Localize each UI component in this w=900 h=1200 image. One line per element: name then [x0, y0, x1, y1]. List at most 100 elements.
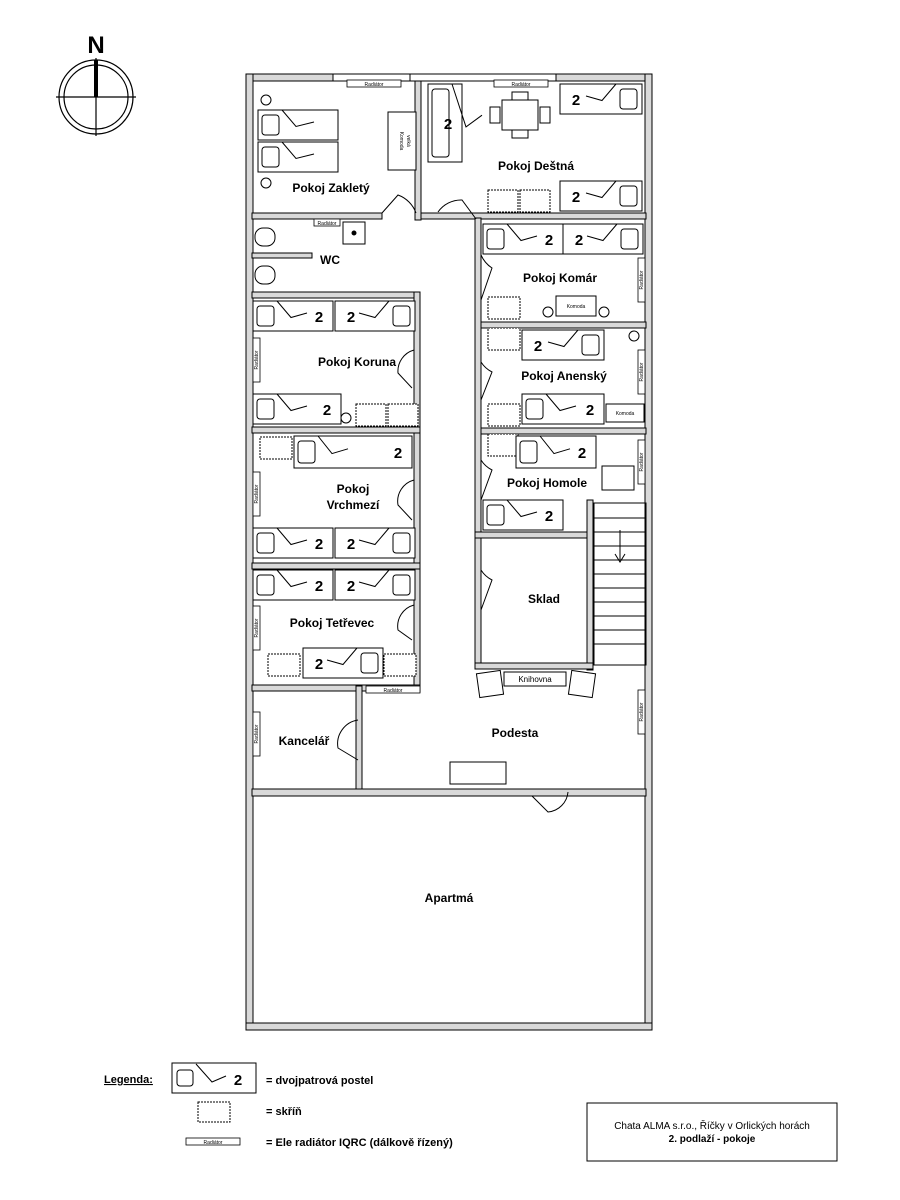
- bunk-bed-icon: 2: [427, 83, 483, 163]
- bunk-bed-icon: 2: [252, 569, 334, 601]
- bunk-count-label: 2: [347, 309, 355, 326]
- svg-text:Radiátor: Radiátor: [204, 1140, 223, 1146]
- bunk-count-label: 2: [347, 536, 355, 553]
- bunk-count-label: 2: [534, 338, 542, 355]
- title-floor: 2. podlaží - pokoje: [669, 1134, 756, 1145]
- legend-radiator-sample: Radiátor: [185, 1137, 241, 1146]
- legend-wardrobe-icon: [197, 1101, 231, 1123]
- room-label-vrchmezi-line1: Pokoj: [337, 482, 370, 496]
- bunk-count-label: 2: [545, 232, 553, 249]
- bunk-bed-icon: 2: [293, 435, 413, 469]
- legend-bunk-sample: 2: [171, 1062, 257, 1094]
- toilet-icon: [254, 265, 276, 285]
- svg-text:Radiátor: Radiátor: [254, 484, 260, 503]
- bunk-bed-icon: 2: [334, 300, 416, 332]
- radiator: Radiátor: [252, 605, 261, 651]
- room-label-wc: WC: [320, 253, 340, 267]
- bunk-count-label: 2: [315, 536, 323, 553]
- bunk-bed-icon: 2: [562, 223, 644, 255]
- radiator: Radiátor: [637, 689, 646, 735]
- wardrobe-icon: [487, 327, 521, 351]
- svg-text:Komoda: Komoda: [616, 411, 635, 417]
- legend-wardrobe-text: = skříň: [266, 1106, 302, 1118]
- room-label-vrchmezi-line2: Vrchmezí: [327, 498, 380, 512]
- staircase: [593, 502, 647, 666]
- bunk-beds: 2 2 2 2 2 2 2 2 2 2 2 2 2 2 2 2 2 2: [252, 83, 644, 679]
- wardrobe-icon: [487, 403, 521, 427]
- armchair-icon: [449, 669, 597, 785]
- bunk-count-label: 2: [315, 656, 323, 673]
- room-label-homole: Pokoj Homole: [507, 476, 587, 490]
- legend: Legenda: 2 = dvojpatrová postel = skříň …: [104, 1062, 453, 1149]
- svg-text:Komoda: Komoda: [567, 304, 586, 310]
- radiator: Radiátor: [637, 349, 646, 395]
- stool-icon: [260, 94, 640, 424]
- bed-icon: [257, 141, 339, 173]
- radiator: Radiátor: [346, 79, 402, 88]
- room-label-anensky: Pokoj Anenský: [521, 369, 607, 383]
- wardrobe-icon: [259, 436, 293, 460]
- bunk-count-label: 2: [394, 445, 402, 462]
- room-label-destna: Pokoj Deštná: [498, 159, 574, 173]
- wardrobe-icon: [355, 403, 387, 427]
- svg-text:Radiátor: Radiátor: [365, 82, 384, 88]
- bunk-bed-icon: 2: [482, 223, 564, 255]
- room-labels: Pokoj Zakletý Pokoj Deštná WC Pokoj Komá…: [279, 159, 607, 905]
- svg-text:Radiátor: Radiátor: [512, 82, 531, 88]
- bunk-bed-icon: 2: [334, 527, 416, 559]
- radiator: Radiátor: [493, 79, 549, 88]
- svg-text:2: 2: [234, 1072, 242, 1089]
- svg-text:Radiátor: Radiátor: [639, 270, 645, 289]
- bunk-count-label: 2: [575, 232, 583, 249]
- desk-icon: [601, 465, 635, 491]
- legend-radiator-text: = Ele radiátor IQRC (dálkově řízený): [266, 1137, 453, 1149]
- bunk-bed-icon: 2: [521, 329, 605, 361]
- wardrobes: [259, 189, 551, 677]
- radiator: Radiátor: [637, 439, 646, 485]
- bunk-count-label: 2: [572, 92, 580, 109]
- room-label-apartma: Apartmá: [425, 891, 474, 905]
- bunk-bed-icon: 2: [559, 180, 643, 212]
- room-label-komar: Pokoj Komár: [523, 271, 597, 285]
- komoda: Komoda: [605, 403, 645, 423]
- radiator: Radiátor: [313, 218, 341, 227]
- wardrobe-icon: [519, 189, 551, 213]
- bunk-count-label: 2: [586, 402, 594, 419]
- title-company: Chata ALMA s.r.o., Říčky v Orlických hor…: [614, 1119, 810, 1132]
- bunk-count-label: 2: [315, 309, 323, 326]
- table-icon: [489, 91, 551, 139]
- bunk-bed-icon: 2: [334, 569, 416, 601]
- radiator: Radiátor: [365, 685, 421, 694]
- svg-text:velká: velká: [405, 135, 411, 147]
- radiator: Radiátor: [252, 337, 261, 383]
- bunk-count-label: 2: [578, 445, 586, 462]
- room-label-kancelar: Kancelář: [279, 734, 330, 748]
- svg-text:Radiátor: Radiátor: [318, 221, 337, 227]
- wardrobe-icon: [487, 296, 521, 320]
- bunk-count-label: 2: [315, 578, 323, 595]
- wc-fixtures: [254, 221, 366, 285]
- bunk-bed-icon: 2: [482, 499, 564, 531]
- bunk-bed-icon: 2: [521, 393, 605, 425]
- bunk-count-label: 2: [347, 578, 355, 595]
- compass-needle-icon: [94, 60, 98, 97]
- svg-text:Radiátor: Radiátor: [384, 688, 403, 694]
- bunk-bed-icon: 2: [252, 393, 342, 425]
- bunk-bed-icon: 2: [515, 435, 597, 469]
- wardrobe-icon: [487, 189, 519, 213]
- svg-text:Radiátor: Radiátor: [254, 618, 260, 637]
- svg-text:Radiátor: Radiátor: [254, 724, 260, 743]
- komoda-velka: Komoda velká: [387, 111, 417, 171]
- knihovna: Knihovna: [503, 671, 567, 687]
- wardrobe-icon: [383, 653, 417, 677]
- bunk-count-label: 2: [572, 189, 580, 206]
- wardrobe-icon: [267, 653, 301, 677]
- wardrobe-icon: [487, 433, 519, 457]
- bunk-bed-icon: 2: [252, 300, 334, 332]
- room-label-zaklety: Pokoj Zakletý: [292, 181, 370, 195]
- title-block: Chata ALMA s.r.o., Říčky v Orlických hor…: [586, 1102, 838, 1162]
- room-label-sklad: Sklad: [528, 592, 560, 606]
- room-label-koruna: Pokoj Koruna: [318, 355, 396, 369]
- bunk-count-label: 2: [323, 402, 331, 419]
